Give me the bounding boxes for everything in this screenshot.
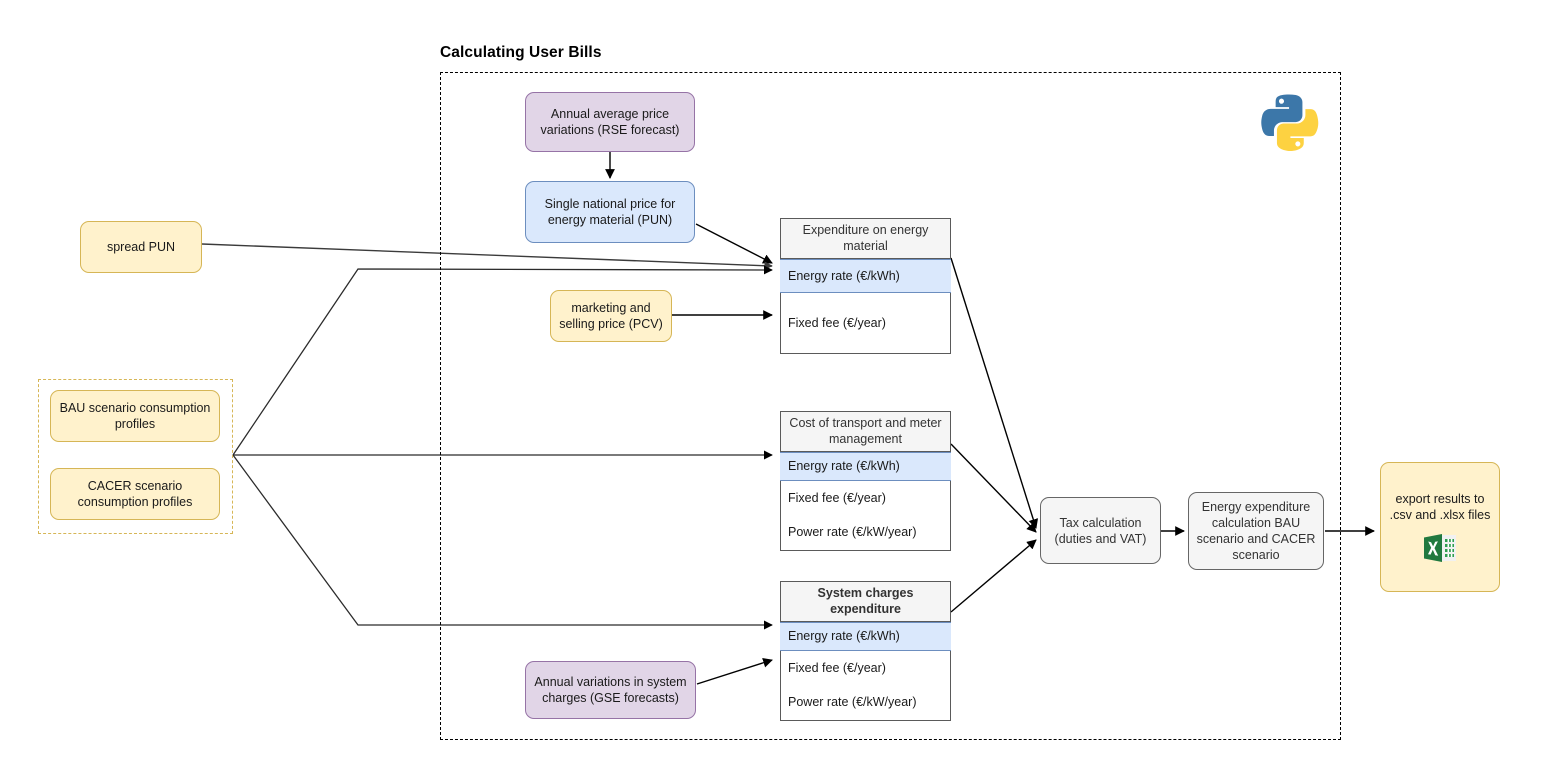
table-system-charges-expenditure: System charges expenditure Energy rate (… xyxy=(780,581,951,721)
calculating-user-bills-frame xyxy=(440,72,1341,740)
table-row[interactable]: Energy rate (€/kWh) xyxy=(780,622,951,652)
excel-icon xyxy=(1423,533,1457,563)
node-cacer-profiles[interactable]: CACER scenario consumption profiles xyxy=(50,468,220,520)
node-gse-forecast-label: Annual variations in system charges (GSE… xyxy=(534,675,687,705)
table-cell-label: Power rate (€/kW/year) xyxy=(788,525,917,540)
table-header: System charges expenditure xyxy=(781,582,950,623)
node-export-results-label: export results to .csv and .xlsx files xyxy=(1389,492,1491,522)
table-row[interactable]: Energy rate (€/kWh) xyxy=(780,259,951,294)
consumption-profiles-group xyxy=(38,379,233,534)
table-header: Expenditure on energy material xyxy=(781,219,950,260)
node-bau-profiles[interactable]: BAU scenario consumption profiles xyxy=(50,390,220,442)
node-bau-profiles-label: BAU scenario consumption profiles xyxy=(59,401,211,431)
table-cell-label: Fixed fee (€/year) xyxy=(788,660,886,675)
table-row[interactable]: Power rate (€/kW/year) xyxy=(781,515,950,550)
table-row[interactable]: Power rate (€/kW/year) xyxy=(781,685,950,720)
node-spread-pun-label: spread PUN xyxy=(106,240,176,254)
node-rse-forecast-label: Annual average price variations (RSE for… xyxy=(540,107,680,137)
node-pun-label: Single national price for energy materia… xyxy=(544,197,676,227)
node-energy-expenditure-calculation[interactable]: Energy expenditure calculation BAU scena… xyxy=(1188,492,1324,570)
node-rse-forecast[interactable]: Annual average price variations (RSE for… xyxy=(525,92,695,152)
table-cell-label: Fixed fee (€/year) xyxy=(788,490,886,505)
table-row[interactable]: Energy rate (€/kWh) xyxy=(780,452,951,482)
table-cell-label: Energy rate (€/kWh) xyxy=(788,629,900,644)
node-tax-calculation[interactable]: Tax calculation (duties and VAT) xyxy=(1040,497,1161,564)
node-pcv[interactable]: marketing and selling price (PCV) xyxy=(550,290,672,342)
table-row[interactable]: Fixed fee (€/year) xyxy=(781,651,950,685)
node-tax-calculation-label: Tax calculation (duties and VAT) xyxy=(1054,515,1147,546)
node-spread-pun[interactable]: spread PUN xyxy=(80,221,202,273)
page-title: Calculating User Bills xyxy=(440,44,602,61)
table-cell-label: Energy rate (€/kWh) xyxy=(788,459,900,474)
table-row[interactable]: Fixed fee (€/year) xyxy=(781,481,950,515)
node-export-results[interactable]: export results to .csv and .xlsx files xyxy=(1380,462,1500,592)
table-header: Cost of transport and meter management xyxy=(781,412,950,453)
table-cell-label: Fixed fee (€/year) xyxy=(788,315,886,330)
table-transport-meter-management: Cost of transport and meter management E… xyxy=(780,411,951,551)
node-cacer-profiles-label: CACER scenario consumption profiles xyxy=(77,479,193,509)
node-energy-expenditure-label: Energy expenditure calculation BAU scena… xyxy=(1196,500,1316,562)
python-logo xyxy=(1258,90,1320,152)
table-cell-label: Power rate (€/kW/year) xyxy=(788,695,917,710)
table-expenditure-energy-material: Expenditure on energy material Energy ra… xyxy=(780,218,951,354)
table-cell-label: Energy rate (€/kWh) xyxy=(788,268,900,283)
node-pcv-label: marketing and selling price (PCV) xyxy=(559,301,663,331)
node-gse-forecast[interactable]: Annual variations in system charges (GSE… xyxy=(525,661,696,719)
table-row[interactable]: Fixed fee (€/year) xyxy=(781,293,950,353)
node-pun[interactable]: Single national price for energy materia… xyxy=(525,181,695,243)
